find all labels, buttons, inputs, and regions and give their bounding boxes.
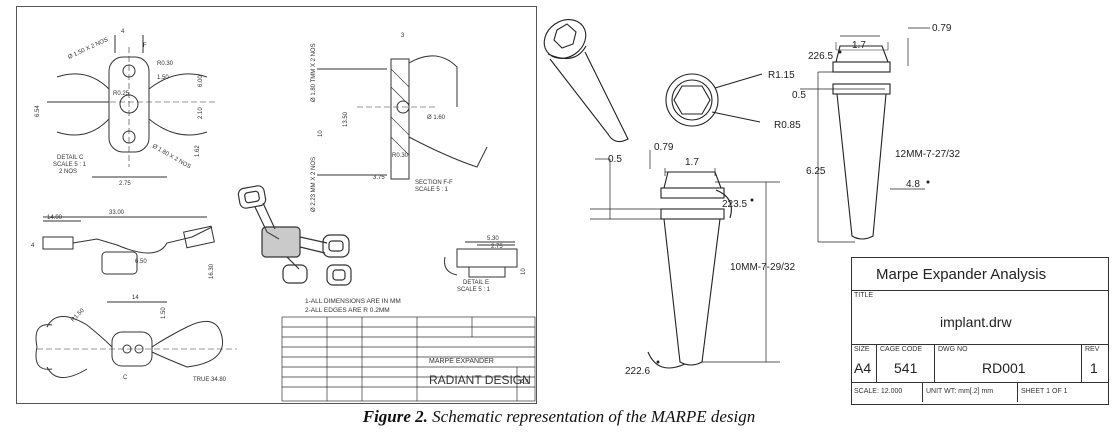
size-value: A4 — [854, 360, 872, 376]
scale-row: SCALE: 12.000 UNIT WT: mm[.2] mm SHEET 1… — [852, 382, 1108, 402]
dim-10b: 10 — [521, 268, 527, 275]
dim-r085: R0.85 — [774, 120, 801, 131]
figure-caption: Figure 2. Schematic representation of th… — [0, 407, 1118, 427]
detail-c-line-3: 2 NOS — [59, 169, 77, 175]
dim-150b: 1.50 — [161, 307, 167, 319]
dim-2226: 222.6 — [625, 366, 650, 377]
dim-r115: R1.15 — [768, 70, 795, 81]
dim-05b: 0.5 — [608, 154, 622, 165]
implant-drawing-svg: R1.15 R0.85 0.79 1.7 226.5 0.5 12MM-7-27… — [543, 19, 960, 377]
section-ff-line-1: SECTION F-F — [415, 180, 453, 186]
label-c: C — [123, 375, 128, 381]
cage-code-value: 541 — [894, 360, 918, 376]
dim-3: 3 — [401, 33, 405, 39]
dim-275b: 2.75 — [491, 244, 503, 250]
dim-625: 6.25 — [806, 166, 826, 177]
detail-e-line-1: DETAIL E — [463, 280, 489, 286]
dim-05a: 0.5 — [792, 90, 806, 101]
section-ff-line-2: SCALE 5 : 1 — [415, 187, 449, 193]
dim-375: 3.75 — [373, 175, 385, 181]
dwg-no-label: DWG NO — [938, 346, 968, 353]
dim-r030b: R0.30 — [392, 153, 409, 159]
title-value: implant.drw — [940, 314, 1012, 330]
drawing-name-row: TITLE implant.drw — [852, 290, 1108, 345]
detail-e-line-2: SCALE 5 : 1 — [457, 287, 491, 293]
dim-2235: 223.5 — [722, 199, 747, 210]
left-title-block — [281, 316, 536, 402]
tb-company: RADIANT DESIGN — [429, 373, 531, 387]
unit-weight-text: UNIT WT: mm[.2] mm — [926, 388, 994, 395]
dim-079a: 0.79 — [932, 23, 952, 34]
isometric-screw — [543, 19, 629, 143]
hex-top-view — [665, 73, 763, 127]
dim-m6: Ø 1.80 TMM X 2 NOS — [311, 43, 317, 102]
dim-1630: 16.30 — [209, 263, 215, 279]
dim-f: F — [143, 43, 147, 49]
rev-label: REV — [1085, 346, 1100, 353]
dim-17b: 1.7 — [685, 157, 699, 168]
detail-c-line-1: DETAIL C — [57, 155, 84, 161]
dim-4: 4 — [121, 29, 125, 35]
dim-654: 6.54 — [35, 105, 41, 117]
cage-code-label: CAGE CODE — [880, 346, 923, 353]
dim-r025: R0.25 — [113, 91, 130, 97]
dim-14: 14 — [132, 295, 139, 301]
detail-c-line-2: SCALE 5 : 1 — [53, 162, 87, 168]
note-1: 1-ALL DIMENSIONS ARE IN MM — [305, 298, 401, 305]
scale-text: SCALE: 12.000 — [854, 388, 903, 395]
dim-4b: 4 — [31, 243, 35, 249]
expander-drawing-svg: 4 F Ø 1.50 X 2 NOS R0.30 1.50 6.00 6.54 … — [31, 29, 536, 402]
dim-079b: 0.79 — [654, 142, 674, 153]
caption-text: Schematic representation of the MARPE de… — [427, 407, 756, 426]
dim-true: TRUE 34.80 — [193, 377, 227, 383]
tb-size: A3 — [520, 379, 529, 386]
rev-value: 1 — [1090, 360, 1098, 376]
detail-c-view — [47, 35, 217, 178]
dim-275: 2.75 — [119, 181, 131, 187]
implant-title-block: Marpe Expander Analysis TITLE implant.dr… — [851, 257, 1109, 405]
front-view — [42, 216, 215, 275]
main-title: Marpe Expander Analysis — [876, 266, 1047, 283]
top-view — [35, 301, 237, 378]
title-label: TITLE — [854, 292, 874, 299]
dim-150: 1.50 — [157, 75, 169, 81]
dim-phi160: Ø 1.60 — [427, 115, 446, 121]
section-ff-view — [317, 55, 488, 180]
thread-top: 12MM-7-27/32 — [895, 149, 960, 160]
implant-side-view — [590, 150, 780, 369]
dim-10: 10 — [318, 130, 324, 137]
dim-r150: R1.50 — [70, 307, 86, 323]
dim-530: 5.30 — [487, 236, 499, 242]
dim-1350: 13.50 — [343, 111, 349, 127]
dim-r030: R0.30 — [157, 61, 174, 67]
dim-600: 6.00 — [198, 75, 204, 87]
dim-phi180: Ø 1.80 X 2 NOS — [151, 144, 192, 171]
code-row: SIZE A4 CAGE CODE 541 DWG NO RD001 REV 1 — [852, 344, 1108, 383]
title-row: Marpe Expander Analysis — [852, 258, 1108, 291]
dim-2265: 226.5 — [808, 51, 833, 62]
dim-17a: 1.7 — [852, 40, 866, 51]
caption-label: Figure 2. — [362, 407, 428, 426]
size-label: SIZE — [854, 346, 870, 353]
tb-title: MARPE EXPANDER — [429, 358, 494, 365]
dim-48: 4.8 — [906, 179, 920, 190]
note-2: 2-ALL EDGES ARE R 0.2MM — [305, 307, 390, 314]
detail-e-view — [444, 241, 518, 278]
marpe-expander-drawing: 4 F Ø 1.50 X 2 NOS R0.30 1.50 6.00 6.54 … — [16, 6, 537, 404]
isometric-view — [237, 185, 352, 286]
dim-phi150: Ø 1.50 X 2 NOS — [67, 37, 109, 61]
dwg-no-value: RD001 — [982, 360, 1026, 376]
dim-3300: 33.00 — [109, 210, 125, 216]
dim-162: 1.62 — [195, 145, 201, 157]
dim-210: 2.10 — [198, 107, 204, 119]
dim-1400: 14.00 — [47, 215, 63, 221]
dim-650: 6.50 — [135, 259, 147, 265]
thread-bottom: 10MM-7-29/32 — [730, 262, 795, 273]
dim-phi223: Ø 2.23 MM X 2 NOS — [311, 157, 317, 212]
sheet-text: SHEET 1 OF 1 — [1021, 388, 1068, 395]
implant-top-view — [800, 27, 930, 243]
